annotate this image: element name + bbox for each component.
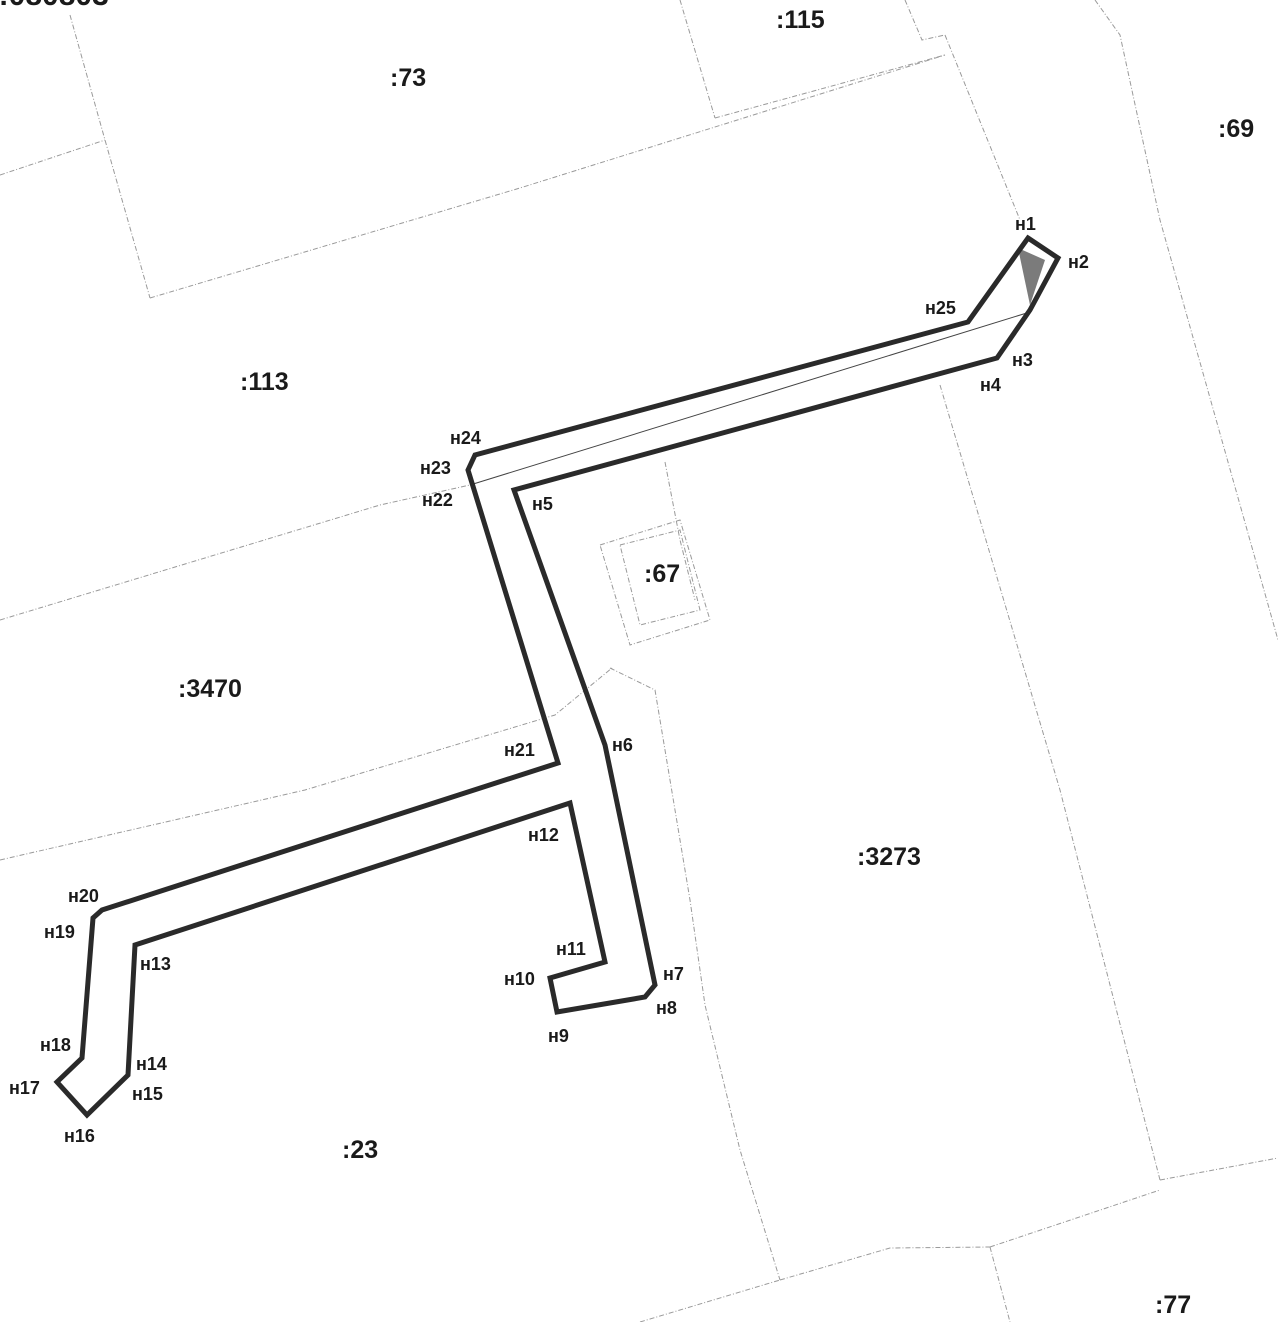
parcel-label-113: :113 (240, 368, 289, 396)
point-label-n23: н23 (420, 458, 451, 478)
parcel-label-73: :73 (390, 64, 426, 92)
parcel-label-23: :23 (342, 1136, 378, 1164)
boundary-polygon (53, 234, 1062, 1119)
parcel-label-77: :77 (1155, 1291, 1191, 1319)
point-label-n7: н7 (663, 964, 684, 984)
parcel-labels: :115 :73 :69 :113 :67 :3470 :3273 :23 :7… (178, 6, 1254, 1319)
parcel-label-3273: :3273 (857, 843, 921, 871)
parcel-line (0, 667, 613, 861)
point-label-n5: н5 (532, 494, 553, 514)
parcel-label-3470: :3470 (178, 675, 242, 703)
point-label-n2: н2 (1068, 252, 1089, 272)
point-label-n24: н24 (450, 428, 481, 448)
point-label-n9: н9 (548, 1026, 569, 1046)
parcel-line (679, 0, 716, 119)
thin-survey-line (469, 311, 1031, 486)
point-label-n14: н14 (136, 1054, 167, 1074)
point-label-n15: н15 (132, 1084, 163, 1104)
parcel-line (639, 1279, 781, 1322)
parcel-line (69, 14, 151, 299)
point-label-n16: н16 (64, 1126, 95, 1146)
parcel-line (714, 54, 946, 119)
parcel-line (149, 54, 946, 299)
point-label-n19: н19 (44, 922, 75, 942)
point-label-n6: н6 (612, 735, 633, 755)
parcel-line (1159, 1157, 1278, 1181)
parcel-line (0, 484, 471, 621)
point-labels: н1 н2 н3 н4 н5 н6 н7 н8 н9 н10 н11 н12 н… (9, 214, 1089, 1146)
parcel-line (0, 139, 106, 176)
point-label-n22: н22 (422, 490, 453, 510)
point-label-n8: н8 (656, 998, 677, 1018)
parcel-label-115: :115 (776, 6, 825, 34)
header-fragment: 2:080803 (0, 0, 109, 12)
parcel-line (609, 667, 781, 1281)
point-label-n13: н13 (140, 954, 171, 974)
point-label-n4: н4 (980, 375, 1001, 395)
parcel-line (939, 384, 1161, 1181)
point-label-n1: н1 (1015, 214, 1036, 234)
point-label-n20: н20 (68, 886, 99, 906)
parcel-line (989, 1246, 1011, 1322)
point-label-n10: н10 (504, 969, 535, 989)
parcel-line (944, 34, 1021, 221)
parcel-line (989, 1189, 1161, 1248)
parcel-line (904, 0, 946, 41)
point-label-n17: н17 (9, 1078, 40, 1098)
point-label-n12: н12 (528, 825, 559, 845)
parcel-line (1094, 0, 1278, 641)
point-label-n11: н11 (556, 939, 586, 959)
parcel-label-69: :69 (1218, 115, 1254, 143)
point-label-n18: н18 (40, 1035, 71, 1055)
parcel-line (779, 1246, 991, 1281)
shaded-area (1018, 248, 1045, 305)
point-label-n21: н21 (504, 740, 535, 760)
parcel-label-67: :67 (644, 560, 680, 588)
point-label-n25: н25 (925, 298, 956, 318)
point-label-n3: н3 (1012, 350, 1033, 370)
parcel-line (619, 529, 701, 626)
parcel-line (664, 461, 696, 601)
